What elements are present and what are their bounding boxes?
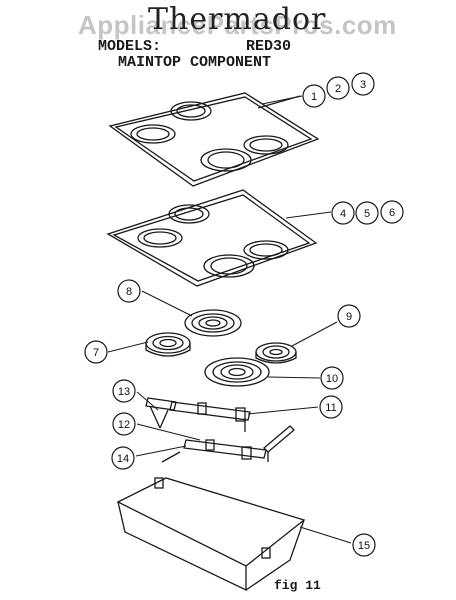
callout-1: 1 (311, 91, 317, 103)
maintop-glass-top (108, 92, 320, 187)
brand-title: Thermador (148, 2, 327, 37)
maintop-frame (106, 189, 318, 287)
callout-5: 5 (364, 208, 370, 220)
callout-14: 14 (117, 453, 129, 465)
callout-7: 7 (93, 347, 99, 359)
models-label: MODELS: (98, 38, 162, 55)
callout-10: 10 (326, 373, 338, 385)
element-8 (184, 309, 242, 337)
diagram-subtitle: MAINTOP COMPONENT (118, 54, 272, 71)
bracket-upper (145, 397, 251, 432)
element-10 (204, 357, 270, 387)
callout-4: 4 (340, 208, 346, 220)
callout-circles (84, 72, 404, 557)
callout-15: 15 (358, 540, 370, 552)
callout-12: 12 (118, 419, 130, 431)
callout-6: 6 (389, 207, 395, 219)
callout-8: 8 (126, 286, 132, 298)
element-9 (255, 342, 297, 364)
leader-lines (107, 95, 352, 544)
callout-9: 9 (346, 311, 352, 323)
callout-13: 13 (118, 386, 130, 398)
callout-11: 11 (325, 402, 336, 414)
bracket-lower (161, 425, 295, 463)
figure-caption: fig 11 (274, 578, 321, 593)
callout-3: 3 (360, 79, 366, 91)
callout-2: 2 (335, 83, 341, 95)
models-value: RED30 (246, 38, 292, 55)
element-7 (145, 332, 191, 357)
watermark: AppliancePartsPros.com (78, 10, 397, 40)
burner-box (116, 477, 306, 592)
